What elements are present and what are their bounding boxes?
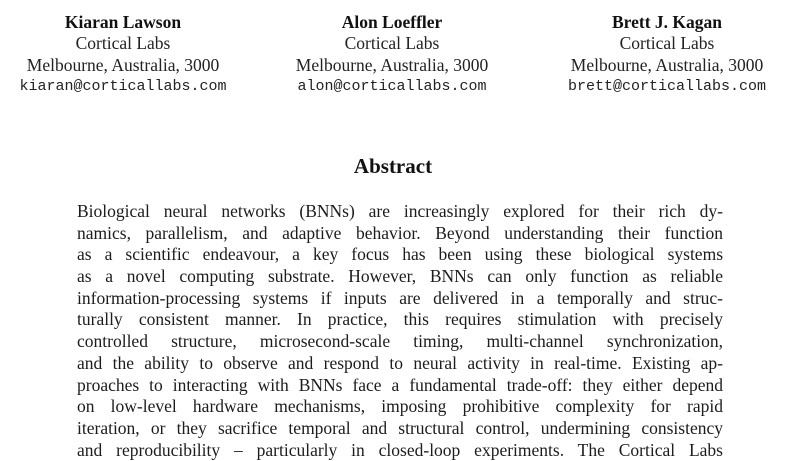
author-kiaran-lawson: Kiaran Lawson Cortical Labs Melbourne, A…: [0, 12, 253, 97]
abstract-line: turally consistent manner. In practice, …: [77, 309, 723, 330]
author-email: brett@corticallabs.com: [567, 78, 767, 95]
abstract-line: as a scientific endeavour, a key focus h…: [77, 244, 723, 265]
abstract-line: information-processing systems if inputs…: [77, 287, 723, 308]
abstract-line: namics, parallelism, and adaptive behavi…: [77, 222, 723, 243]
author-affiliation: Cortical Labs: [619, 33, 715, 53]
abstract-line: on low-level hardware mechanisms, imposi…: [77, 396, 723, 417]
author-affiliation: Cortical Labs: [344, 33, 440, 53]
abstract-heading: Abstract: [353, 154, 433, 178]
author-name: Alon Loeffler: [341, 12, 443, 32]
abstract-line: and the ability to observe and respond t…: [77, 352, 723, 373]
abstract-text: Biological neural networks (BNNs) are in…: [77, 201, 723, 461]
author-address: Melbourne, Australia, 3000: [26, 54, 220, 75]
author-affiliation: Cortical Labs: [75, 33, 171, 53]
author-email: alon@corticallabs.com: [297, 78, 487, 95]
abstract-line: iteration, or they sacrifice temporal an…: [77, 417, 723, 438]
author-alon-loeffler: Alon Loeffler Cortical Labs Melbourne, A…: [262, 12, 522, 97]
author-brett-kagan: Brett J. Kagan Cortical Labs Melbourne, …: [537, 12, 797, 97]
author-name: Kiaran Lawson: [64, 12, 182, 32]
abstract-line: proaches to interacting with BNNs face a…: [77, 374, 723, 395]
author-email: kiaran@corticallabs.com: [19, 78, 227, 95]
author-address: Melbourne, Australia, 3000: [295, 54, 489, 75]
author-address: Melbourne, Australia, 3000: [570, 54, 764, 75]
author-name: Brett J. Kagan: [611, 12, 723, 32]
author-block: Kiaran Lawson Cortical Labs Melbourne, A…: [0, 12, 800, 102]
abstract-line: and reproducibility – particularly in cl…: [77, 439, 723, 460]
abstract-line: controlled structure, microsecond-scale …: [77, 331, 723, 352]
abstract-line: as a novel computing substrate. However,…: [77, 266, 723, 287]
abstract-line: Biological neural networks (BNNs) are in…: [77, 201, 723, 221]
